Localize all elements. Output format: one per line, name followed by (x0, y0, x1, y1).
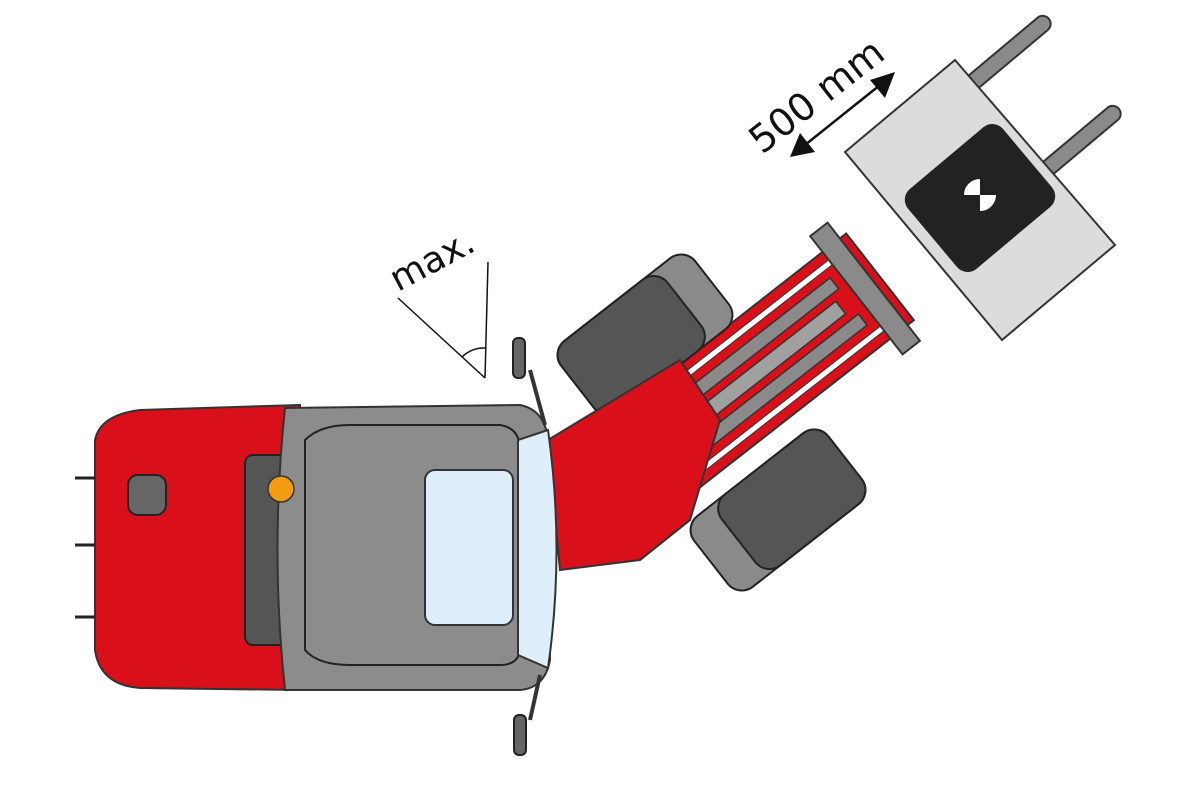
mirror-top (512, 337, 547, 426)
front-tyre-right (689, 428, 867, 592)
angle-label: max. (383, 222, 482, 300)
max-angle-indicator (397, 261, 489, 379)
windshield (517, 428, 558, 670)
rear-hooks (75, 476, 95, 619)
tow-hitch (127, 474, 167, 516)
center-of-gravity-icon (962, 177, 998, 213)
roof-window (424, 469, 514, 626)
mirror-bottom (513, 674, 542, 756)
beacon-light (267, 475, 295, 503)
shift-arrow (790, 72, 895, 157)
front-chassis (546, 358, 722, 572)
